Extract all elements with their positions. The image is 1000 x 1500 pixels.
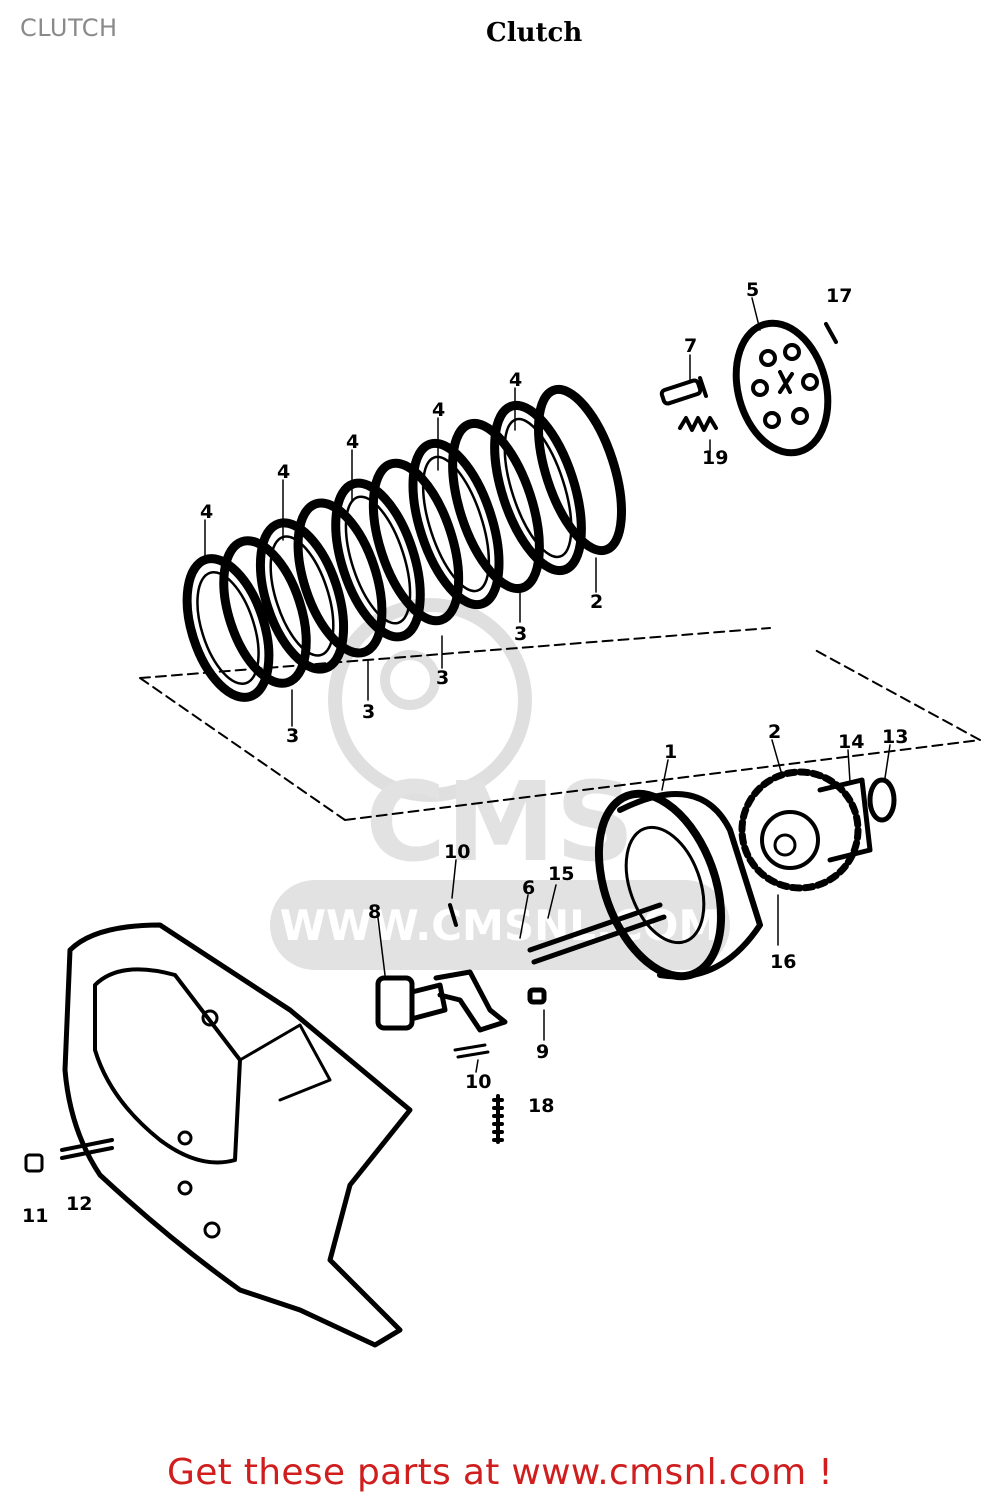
clutch-housing [594,789,763,981]
push-rod [527,902,667,965]
callout-10-a: 10 [444,841,470,863]
callout-17: 17 [826,285,852,307]
callout-10-b: 10 [465,1071,491,1093]
diagram-title: Clutch [486,18,583,48]
page-label: CLUTCH [20,14,118,42]
callout-6: 6 [522,877,535,899]
callout-12: 12 [66,1193,92,1215]
callout-2-plate: 2 [590,591,603,613]
callout-4-e: 4 [509,369,522,391]
callout-4-d: 4 [432,399,445,421]
cms-watermark: CMS WWW.CMSNL.COM [270,598,730,970]
watermark-brand: CMS [365,758,634,886]
drive-sprocket [817,777,873,863]
callout-4-b: 4 [277,461,290,483]
callout-1: 1 [664,741,677,763]
callout-3-a: 3 [286,725,299,747]
callout-15: 15 [548,863,574,885]
callout-16: 16 [770,951,796,973]
footer-parts-link[interactable]: Get these parts at www.cmsnl.com ! [167,1452,833,1493]
callout-3-c: 3 [436,667,449,689]
cover-screw [60,1138,114,1160]
callout-2: 2 [768,721,781,743]
callout-7: 7 [684,335,697,357]
pressure-plate [732,319,832,457]
release-pin [448,903,458,927]
lock-nut [867,777,897,823]
callout-13: 13 [882,726,908,748]
clutch-bolt [659,376,708,406]
clutch-cover [62,922,413,1348]
callout-4-a: 4 [200,501,213,523]
clutch-spring [678,416,718,432]
callout-11: 11 [22,1205,48,1227]
callout-5: 5 [746,279,759,301]
callout-14: 14 [838,731,864,753]
primary-gear [738,768,862,892]
callout-8: 8 [368,901,381,923]
callout-3-d: 3 [514,623,527,645]
callout-18: 18 [528,1095,554,1117]
cotter-pin [824,322,838,344]
callout-3-b: 3 [362,701,375,723]
cover-washer [24,1153,44,1173]
release-mechanism [375,969,547,1059]
callout-4-c: 4 [346,431,359,453]
callout-19: 19 [702,447,728,469]
clutch-plate-stack [182,384,626,702]
return-spring [492,1094,504,1144]
callout-9: 9 [536,1041,549,1063]
